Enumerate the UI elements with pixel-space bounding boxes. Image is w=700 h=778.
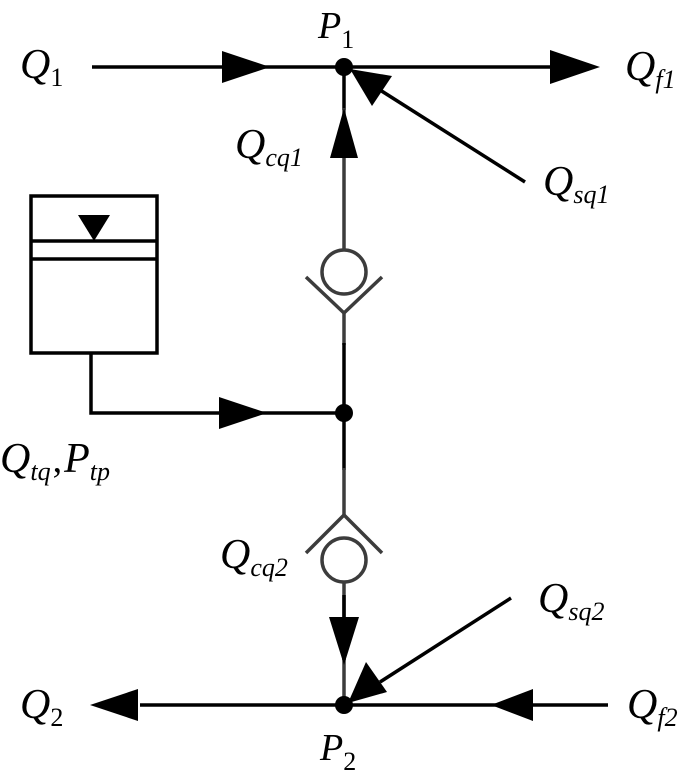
qsq1-arrowhead: [350, 69, 392, 106]
label-qcq1: Qcq1: [235, 122, 303, 172]
q1-arrowhead: [222, 51, 270, 83]
label-q1: Q1: [20, 42, 63, 92]
label-qf1: Qf1: [625, 44, 676, 94]
qtq-arrowhead: [219, 397, 267, 429]
node-p1: [335, 58, 353, 76]
tank-outlet-line: [89, 353, 344, 415]
tank-icon: [29, 194, 159, 355]
qsq1-line: [379, 88, 526, 184]
check-valve-lower-icon: [304, 512, 384, 584]
label-qsq2: Qsq2: [538, 576, 604, 626]
qf2-arrowhead: [491, 689, 533, 721]
qsq2-line: [379, 596, 512, 684]
node-middle: [335, 404, 353, 422]
label-qcq2: Qcq2: [220, 532, 288, 582]
qcq1-arrowhead: [330, 108, 358, 158]
qf1-arrowhead: [550, 50, 600, 84]
node-p2: [335, 696, 353, 714]
q2-arrowhead: [90, 689, 138, 721]
label-p2: P2: [319, 727, 356, 776]
label-qf2: Qf2: [627, 682, 678, 732]
label-qtq-ptp: Qtq,Ptp: [0, 436, 110, 486]
qsq2-arrowhead: [348, 662, 387, 703]
fluid-level-icon: [78, 215, 110, 241]
qcq2-arrowhead: [329, 617, 359, 665]
label-p1: P1: [317, 5, 354, 54]
label-qsq1: Qsq1: [543, 159, 609, 209]
label-q2: Q2: [20, 682, 63, 732]
check-valve-upper-icon: [304, 248, 384, 316]
